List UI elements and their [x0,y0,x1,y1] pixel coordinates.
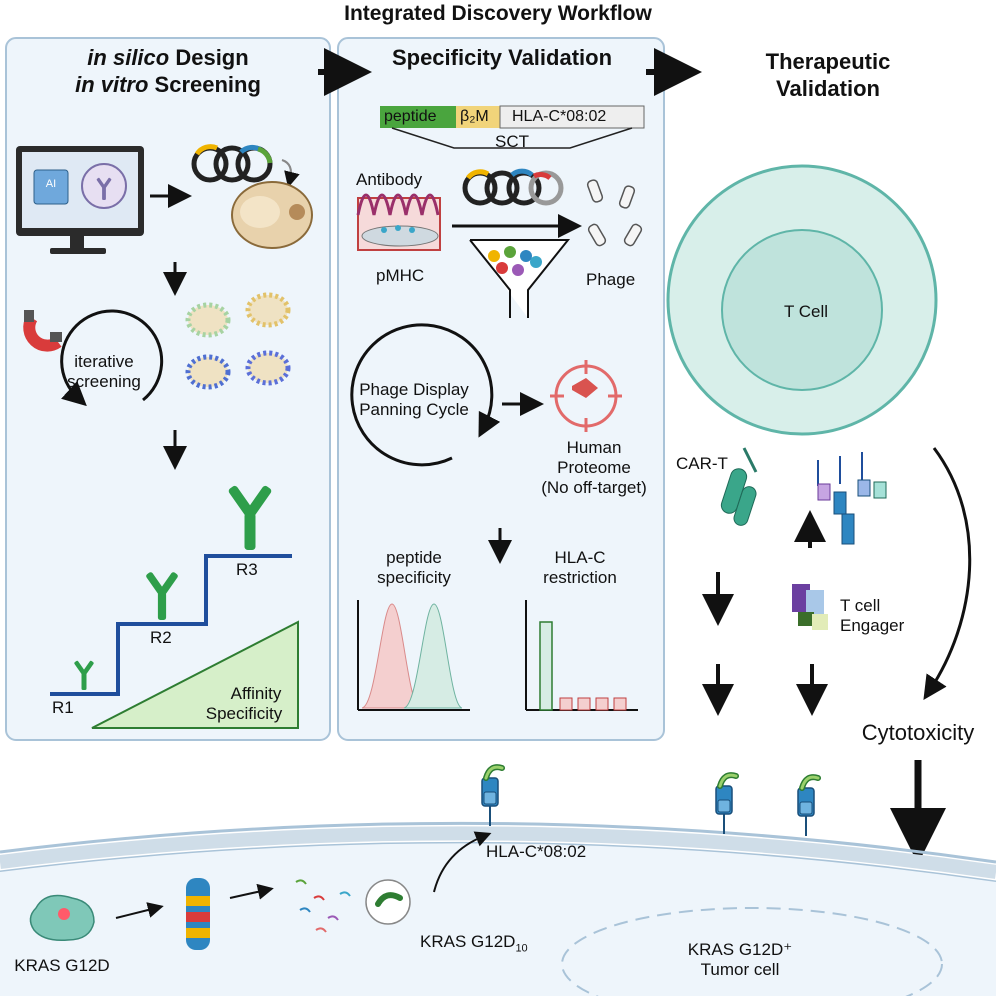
tumor-nucleus [561,907,943,996]
tumor-label-2: Tumor cell [700,960,780,979]
affinity-wedge [91,620,299,729]
cytotoxicity-label: Cytotoxicity [861,720,975,745]
peptide-label: KRAS G12D10 [420,932,528,958]
ai-chip-label: AI [45,178,57,190]
phage-label: Phage [586,270,636,289]
monitor-icon [16,146,144,254]
hla-label: HLA-C*08:02 [486,842,587,861]
construct-b2m: β₂M [460,108,489,125]
cytotoxicity-arrow [923,447,972,701]
panel1-heading-rest-2: Screening [148,72,261,97]
antibody-library-icon [356,193,441,251]
engager-label-1: T cell [840,596,881,615]
t-cell-engager-icon [792,584,828,630]
proteome-target-icon [550,360,622,432]
cart-label: CAR-T [676,454,728,473]
plasmid-icon [191,144,273,183]
panel3-heading-1: Therapeutic [765,49,891,74]
iterative-cycle-arrow [60,309,164,407]
peptide-label-text: KRAS G12D [420,932,516,951]
car-t-receptor-icon [720,447,758,526]
kras-protein-icon [29,894,95,942]
step-label-r2: R2 [150,628,172,647]
panel2-heading: Specificity Validation [391,45,613,70]
panel1-heading-italic-2: in vitro [75,72,149,97]
sct-construct [380,105,645,149]
surface-pmhc-icons [482,767,818,836]
tcell-label: T Cell [783,302,829,321]
panel1-heading-rest-1: Design [169,45,249,70]
t-cell-nucleus [721,229,883,391]
funnel-icon [469,239,571,318]
displaying-yeast-cells [185,292,291,390]
proteasome-icon [186,878,210,950]
panning-label-2: Panning Cycle [359,400,469,419]
proteome-label-2: Proteome [557,458,631,477]
pmhc-label: pMHC [376,266,425,285]
specificity-plot [357,600,470,711]
construct-hla: HLA-C*08:02 [512,108,607,125]
phage-icons [586,179,643,247]
proteome-label-3: (No off-target) [541,478,647,497]
magnet-icon [23,310,62,352]
restriction-label-1: HLA-C [554,548,606,567]
tcr-cluster-icon [817,452,887,545]
construct-caption: SCT [495,132,529,151]
engager-label-2: Engager [840,616,905,635]
cycle-label-1: iterative [74,352,134,371]
phage-plasmid-icon [462,168,564,206]
tumor-membrane [0,821,996,864]
wedge-label-1: Affinity [230,684,282,703]
wedge-label-2: Specificity [205,704,283,723]
tumor-label-1: KRAS G12D⁺ [687,940,793,959]
peptide-label-subscript: 10 [515,942,528,955]
panel1-heading: in silico Design in vitro Screening [75,44,261,98]
peptide-fragments [295,879,351,933]
panel1-heading-italic-1: in silico [87,45,170,70]
cycle-label-2: screening [67,372,141,391]
panning-label-1: Phage Display [359,380,469,399]
step-label-r3: R3 [236,560,258,579]
spec-label-2: specificity [377,568,451,587]
figure-title: Integrated Discovery Workflow [344,2,652,25]
peptide-zoom [365,879,411,925]
panel3-heading-2: Validation [776,76,880,101]
proteome-label-1: Human [566,438,622,457]
affinity-staircase [50,554,292,696]
antibody-label: Antibody [356,170,423,189]
restriction-plot [525,600,638,711]
kras-label: KRAS G12D [14,956,110,975]
construct-peptide: peptide [384,108,437,125]
panning-cycle-arrow [350,323,501,467]
yeast-cell-icon [231,181,313,249]
restriction-label-2: restriction [543,568,617,587]
spec-label-1: peptide [386,548,442,567]
step-label-r1: R1 [52,698,74,717]
